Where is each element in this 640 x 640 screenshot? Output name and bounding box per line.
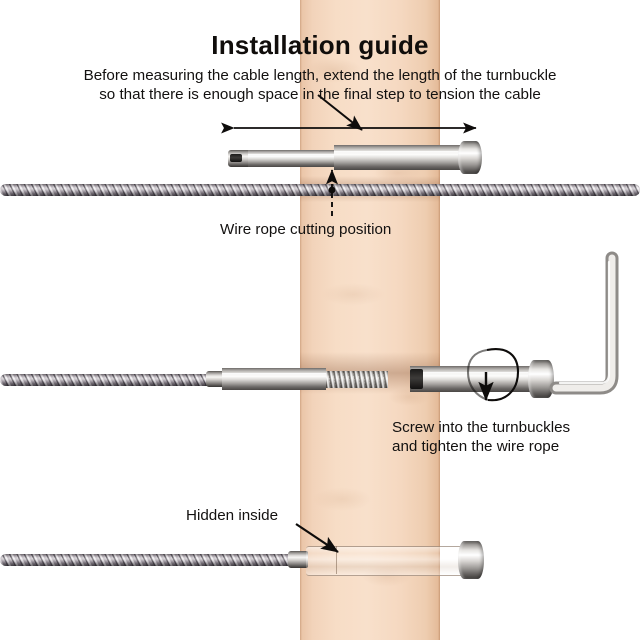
shaft-body xyxy=(410,366,532,392)
rope-strands xyxy=(0,374,214,386)
hidden-turnbuckle-body xyxy=(306,546,464,576)
turnbuckle-shaft-right-step2 xyxy=(410,366,532,392)
turnbuckle-shaft-thin-step1 xyxy=(248,150,336,167)
ferrule-step3 xyxy=(288,551,308,568)
page-subtitle-line-2: so that there is enough space in the fin… xyxy=(99,86,541,103)
post-left-edge xyxy=(300,0,302,640)
turnbuckle-cap-step3 xyxy=(458,541,484,579)
ferrule-step2 xyxy=(206,371,224,387)
turnbuckle-cap-step1 xyxy=(458,141,482,174)
rope-shading xyxy=(0,184,640,196)
post-right-edge xyxy=(438,0,440,640)
rope-shading xyxy=(0,554,296,566)
wire-rope-upper xyxy=(0,184,640,196)
shaft-body xyxy=(334,145,466,170)
rope-strands xyxy=(0,554,296,566)
shaft-gloss xyxy=(248,153,336,157)
rope-shading xyxy=(0,374,214,386)
turnbuckle-shaft-thick-step1 xyxy=(334,145,466,170)
hidden-turnbuckle-seam xyxy=(336,546,337,574)
shaft-body xyxy=(248,150,336,167)
callout-screw-in: Screw into the turnbuckles and tighten t… xyxy=(392,419,571,455)
shaft-gloss xyxy=(222,372,326,377)
threaded-section-step2 xyxy=(326,371,388,388)
turnbuckle-socket-step2 xyxy=(410,369,423,389)
turnbuckle-cap-step2 xyxy=(528,360,554,398)
turnbuckle-shaft-left-step2 xyxy=(222,368,326,390)
page-subtitle-line-1: Before measuring the cable length, exten… xyxy=(83,67,557,84)
wire-rope-lower xyxy=(0,554,296,566)
allen-key-tool xyxy=(549,251,619,395)
turnbuckle-bore-step1 xyxy=(230,154,242,162)
callout-hidden-inside: Hidden inside xyxy=(186,507,279,524)
page-title: Installation guide xyxy=(211,30,429,60)
shaft-body xyxy=(222,368,326,390)
callout-cutting-position: Wire rope cutting position xyxy=(220,221,392,238)
shaft-gloss xyxy=(334,150,466,155)
shaft-gloss xyxy=(410,371,532,377)
rope-strands xyxy=(0,184,640,196)
thread-ridges xyxy=(326,371,388,388)
wire-rope-middle xyxy=(0,374,214,386)
